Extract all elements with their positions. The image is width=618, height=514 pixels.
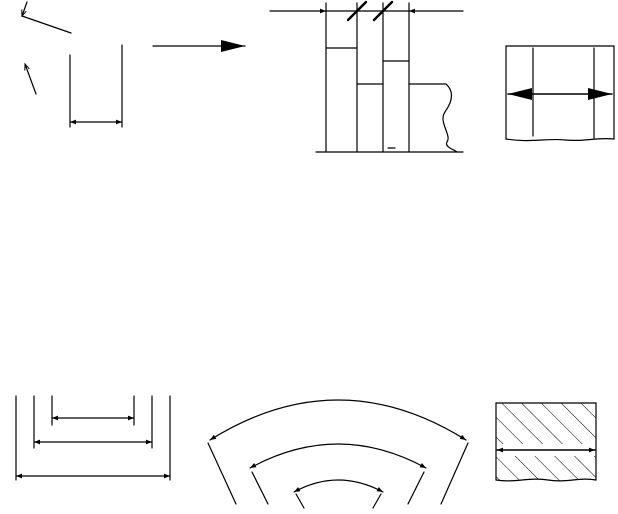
section-base-ticks <box>357 84 409 152</box>
chain-dimension-line <box>270 2 463 20</box>
radial-extension-lines <box>208 443 468 508</box>
panel-narrow-spaces-chain-dimension <box>270 2 463 152</box>
panel-arrowhead-styles <box>22 2 245 127</box>
oblique-tick-right <box>374 2 392 20</box>
extension-lines <box>16 396 170 480</box>
inner-arc-dimension <box>294 480 383 492</box>
panel-broken-view-full-dimension <box>506 46 614 141</box>
panel-nested-linear-dimensions <box>16 396 170 480</box>
panel-hatched-section-dimension <box>496 403 596 481</box>
u-slot-dimension <box>70 45 122 127</box>
hatched-section-outline <box>496 403 596 481</box>
middle-arc-dimension <box>250 444 426 468</box>
corner-open-arrow-top <box>22 2 71 33</box>
outer-arc-dimension <box>210 400 466 440</box>
extension-lines <box>326 3 409 61</box>
oblique-tick-left <box>348 2 366 20</box>
panel-concentric-arc-dimensions <box>208 400 468 508</box>
stepped-profile <box>316 48 463 152</box>
broken-part-outline <box>506 46 614 141</box>
corner-open-arrow-bottom <box>25 64 36 94</box>
